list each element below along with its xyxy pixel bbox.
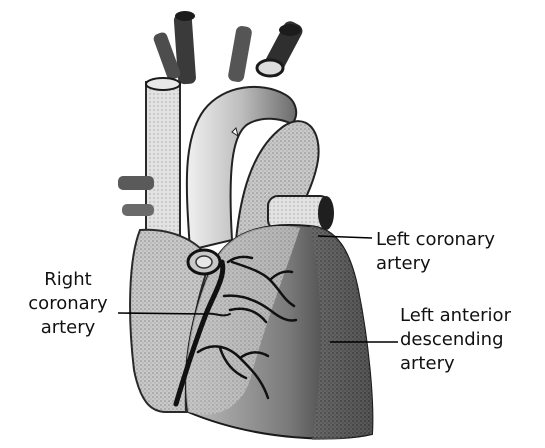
label-lad-line2: descending bbox=[400, 328, 511, 352]
great-vessels bbox=[152, 11, 305, 85]
superior-vena-cava bbox=[146, 78, 180, 252]
label-left-coronary-artery: Left coronary artery bbox=[376, 228, 495, 276]
label-left-coronary-line1: Left coronary bbox=[376, 228, 495, 252]
label-right-coronary-line2: coronary bbox=[12, 292, 124, 316]
coronary-ostium bbox=[188, 250, 220, 274]
leader-right-coronary bbox=[118, 313, 205, 314]
label-left-coronary-line2: artery bbox=[376, 252, 495, 276]
label-right-coronary-artery: Right coronary artery bbox=[12, 268, 124, 340]
label-right-coronary-line1: Right bbox=[12, 268, 124, 292]
pulmonary-trunk bbox=[236, 121, 334, 240]
label-left-anterior-descending-artery: Left anterior descending artery bbox=[400, 304, 511, 376]
label-lad-line3: artery bbox=[400, 352, 511, 376]
label-lad-line1: Left anterior bbox=[400, 304, 511, 328]
label-right-coronary-line3: artery bbox=[12, 316, 124, 340]
